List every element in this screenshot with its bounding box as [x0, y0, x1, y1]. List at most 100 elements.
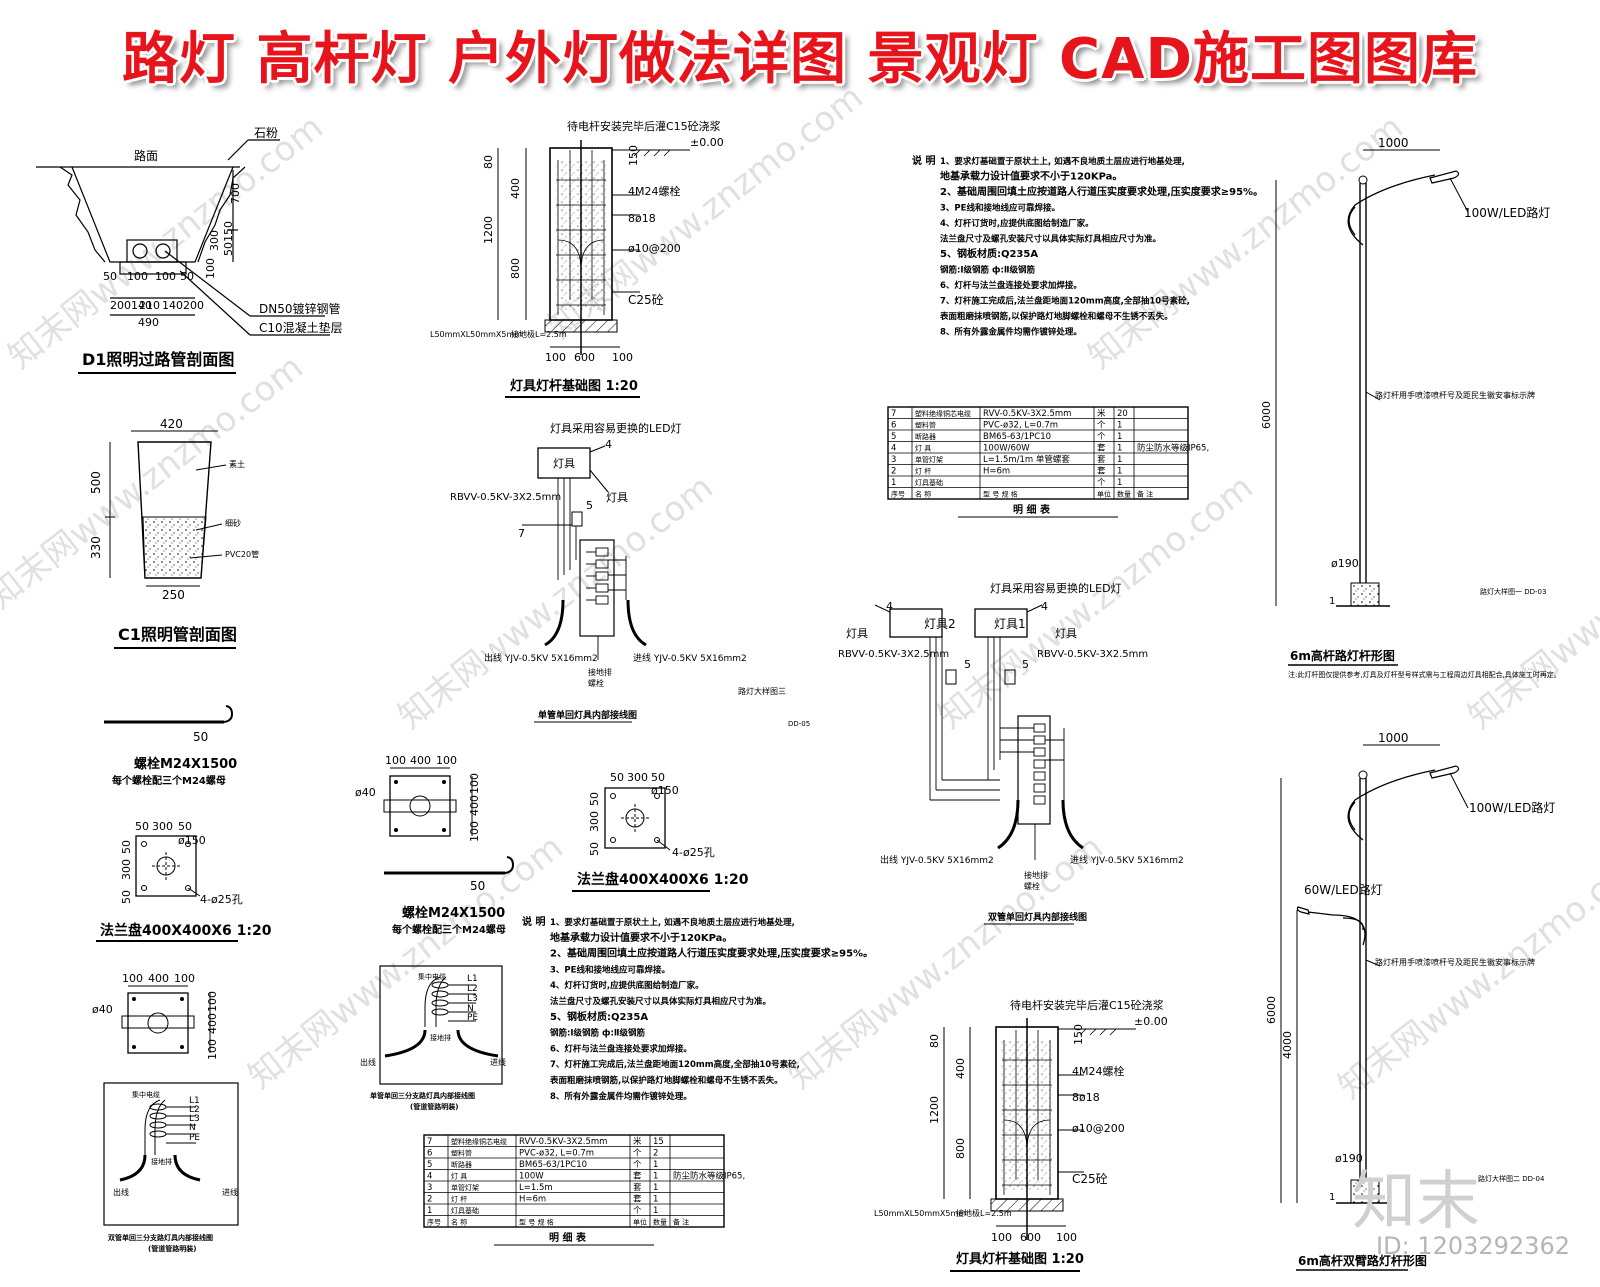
- table-cell: 5: [427, 1160, 432, 1170]
- svg-text:进线 YJV-0.5KV 5X16mm2: 进线 YJV-0.5KV 5X16mm2: [633, 652, 747, 664]
- pole-single: 1000 100W/LED路灯 6000 ø190 1 路灯杆用手喷漆喷杆号及距…: [1260, 136, 1561, 679]
- svg-text:100: 100: [468, 821, 481, 842]
- note-line: 6、灯杆与法兰盘连接处要求加焊接。: [550, 1043, 692, 1054]
- svg-text:4: 4: [886, 600, 893, 613]
- svg-text:50150: 50150: [222, 221, 235, 256]
- image-id: ID: 1203292362: [1376, 1232, 1570, 1260]
- svg-text:路灯杆用手喷漆喷杆号及距民生徽安事标示牌: 路灯杆用手喷漆喷杆号及距民生徽安事标示牌: [1375, 957, 1535, 967]
- svg-text:100: 100: [155, 270, 176, 283]
- watermark: 知末网www.znzmo.com: [931, 467, 1261, 737]
- svg-text:300: 300: [588, 811, 601, 832]
- svg-text:灯具采用容易更换的LED灯: 灯具采用容易更换的LED灯: [550, 421, 682, 435]
- table-cell: PVC-ø32, L=0.7m: [983, 421, 1058, 431]
- svg-text:300: 300: [208, 230, 221, 251]
- wiring-mid: 集中电缆 L1 L2 L3 N PE 接地排 出线 进线 单管单回三分支路灯具内…: [360, 965, 506, 1111]
- table-cell: 3: [427, 1183, 432, 1193]
- watermark: 知末网www.znzmo.com: [1, 107, 331, 377]
- svg-text:210: 210: [139, 299, 160, 312]
- table-cell: 2: [427, 1195, 432, 1205]
- svg-text:接地极L=2.5m: 接地极L=2.5m: [511, 329, 567, 339]
- svg-text:灯具1: 灯具1: [994, 617, 1026, 631]
- svg-text:420: 420: [160, 417, 183, 431]
- table-cell: 数量: [1117, 490, 1131, 499]
- svg-text:ø150: ø150: [651, 784, 679, 797]
- svg-text:PVC20管: PVC20管: [225, 549, 259, 559]
- table-cell: 塑料绝缘铜芯电缆: [915, 409, 971, 418]
- svg-text:ø40: ø40: [355, 786, 376, 799]
- svg-text:出线: 出线: [113, 1187, 129, 1197]
- svg-text:待电杆安装完毕后灌C15砼浇浆: 待电杆安装完毕后灌C15砼浇浆: [567, 119, 721, 133]
- foundation-bottom: 待电杆安装完毕后灌C15砼浇浆 ±0.00 4M24螺栓 8ø18 ø10@20…: [874, 998, 1168, 1272]
- pole-double: 1000 100W/LED路灯 60W/LED路灯 6000 4000 ø190…: [1265, 731, 1555, 1271]
- table-cell: 1: [1117, 432, 1122, 442]
- svg-text:50: 50: [135, 820, 149, 833]
- svg-text:100: 100: [385, 754, 406, 767]
- svg-text:400: 400: [954, 1058, 967, 1079]
- svg-text:每个螺栓配三个M24螺母: 每个螺栓配三个M24螺母: [112, 774, 226, 787]
- pipe-label: DN50镀锌钢管: [259, 301, 341, 316]
- svg-text:60W/LED路灯: 60W/LED路灯: [1304, 882, 1383, 897]
- table-cell: 套: [1097, 466, 1106, 477]
- note-line: 3、PE线和接地线应可靠焊接。: [550, 964, 670, 975]
- svg-text:5: 5: [964, 658, 971, 671]
- watermark: 知末网www.znzmo.com: [1461, 467, 1600, 737]
- svg-text:灯具2: 灯具2: [924, 617, 956, 631]
- svg-text:140200: 140200: [162, 299, 204, 312]
- table-cell: 个: [633, 1206, 642, 1216]
- table-cell: 灯具基础: [915, 478, 943, 487]
- table-cell: 2: [891, 467, 896, 477]
- table-cell: 单位: [1097, 490, 1111, 499]
- table-cell: 4: [891, 444, 896, 454]
- svg-text:ø10@200: ø10@200: [1072, 1122, 1125, 1135]
- svg-text:ø10@200: ø10@200: [628, 242, 681, 255]
- table-cell: 1: [653, 1206, 658, 1216]
- note-line: 表面粗磨抹喷钢筋,以保护路灯地脚螺栓和螺母不生锈不丢失。: [549, 1075, 783, 1086]
- watermark: 知末网www.znzmo.com: [1331, 837, 1600, 1107]
- note-line: 8、所有外露金属件均需作镀锌处理。: [940, 327, 1082, 338]
- note-line: 钢筋:Ⅰ级钢筋 ф:Ⅱ级钢筋: [940, 265, 1035, 276]
- table-cell: 型 号 规 格: [983, 490, 1018, 499]
- svg-text:N: N: [467, 1004, 474, 1014]
- table-cell: L=1.5m: [519, 1183, 553, 1193]
- svg-text:集中电缆: 集中电缆: [132, 1090, 160, 1099]
- svg-text:80: 80: [928, 1034, 941, 1048]
- svg-text:4: 4: [605, 438, 612, 451]
- svg-text:±0.00: ±0.00: [1134, 1015, 1168, 1028]
- d1-section: [36, 139, 330, 336]
- table-cell: 数量: [653, 1218, 667, 1227]
- svg-text:300: 300: [120, 859, 133, 880]
- table-cell: 断路器: [451, 1160, 472, 1169]
- table-cell: 1: [653, 1172, 658, 1182]
- table-title: 明 细 表: [1013, 503, 1051, 516]
- svg-text:路灯大样图三: 路灯大样图三: [738, 686, 786, 696]
- svg-text:400: 400: [206, 1013, 219, 1034]
- table-cell: 1: [653, 1195, 658, 1205]
- svg-text:7: 7: [518, 527, 525, 540]
- table-cell: 3: [891, 455, 896, 465]
- svg-text:250: 250: [162, 588, 185, 602]
- svg-text:600: 600: [574, 351, 595, 364]
- svg-text:50: 50: [588, 842, 601, 856]
- svg-text:接地排: 接地排: [1024, 870, 1048, 880]
- svg-text:100: 100: [468, 773, 481, 794]
- svg-text:出线: 出线: [360, 1057, 376, 1067]
- svg-text:800: 800: [509, 258, 522, 279]
- svg-text:接地排: 接地排: [151, 1157, 172, 1166]
- table-cell: 备 注: [1137, 490, 1153, 499]
- svg-text:(管道管路明装): (管道管路明装): [410, 1102, 458, 1111]
- svg-text:进线: 进线: [490, 1057, 506, 1067]
- note-line: 6、灯杆与法兰盘连接处要求加焊接。: [940, 280, 1082, 291]
- page-title: 路灯 高杆灯 户外灯做法详图 景观灯 CAD施工图图库: [122, 27, 1478, 92]
- table-cell: 单管灯架: [451, 1183, 479, 1192]
- svg-text:8ø18: 8ø18: [628, 212, 656, 225]
- svg-text:100: 100: [206, 991, 219, 1012]
- table-cell: 1: [1117, 467, 1122, 477]
- svg-text:灯具灯杆基础图 1:20: 灯具灯杆基础图 1:20: [510, 378, 638, 394]
- table-cell: 防尘防水等级IP65,: [673, 1171, 745, 1182]
- note-line: 3、PE线和接地线应可靠焊接。: [940, 203, 1060, 214]
- table-cell: 15: [653, 1137, 664, 1147]
- note-line: 地基承载力设计值要求不小于120KPa。: [940, 170, 1122, 183]
- svg-text:接地极L=2.5m: 接地极L=2.5m: [956, 1208, 1012, 1218]
